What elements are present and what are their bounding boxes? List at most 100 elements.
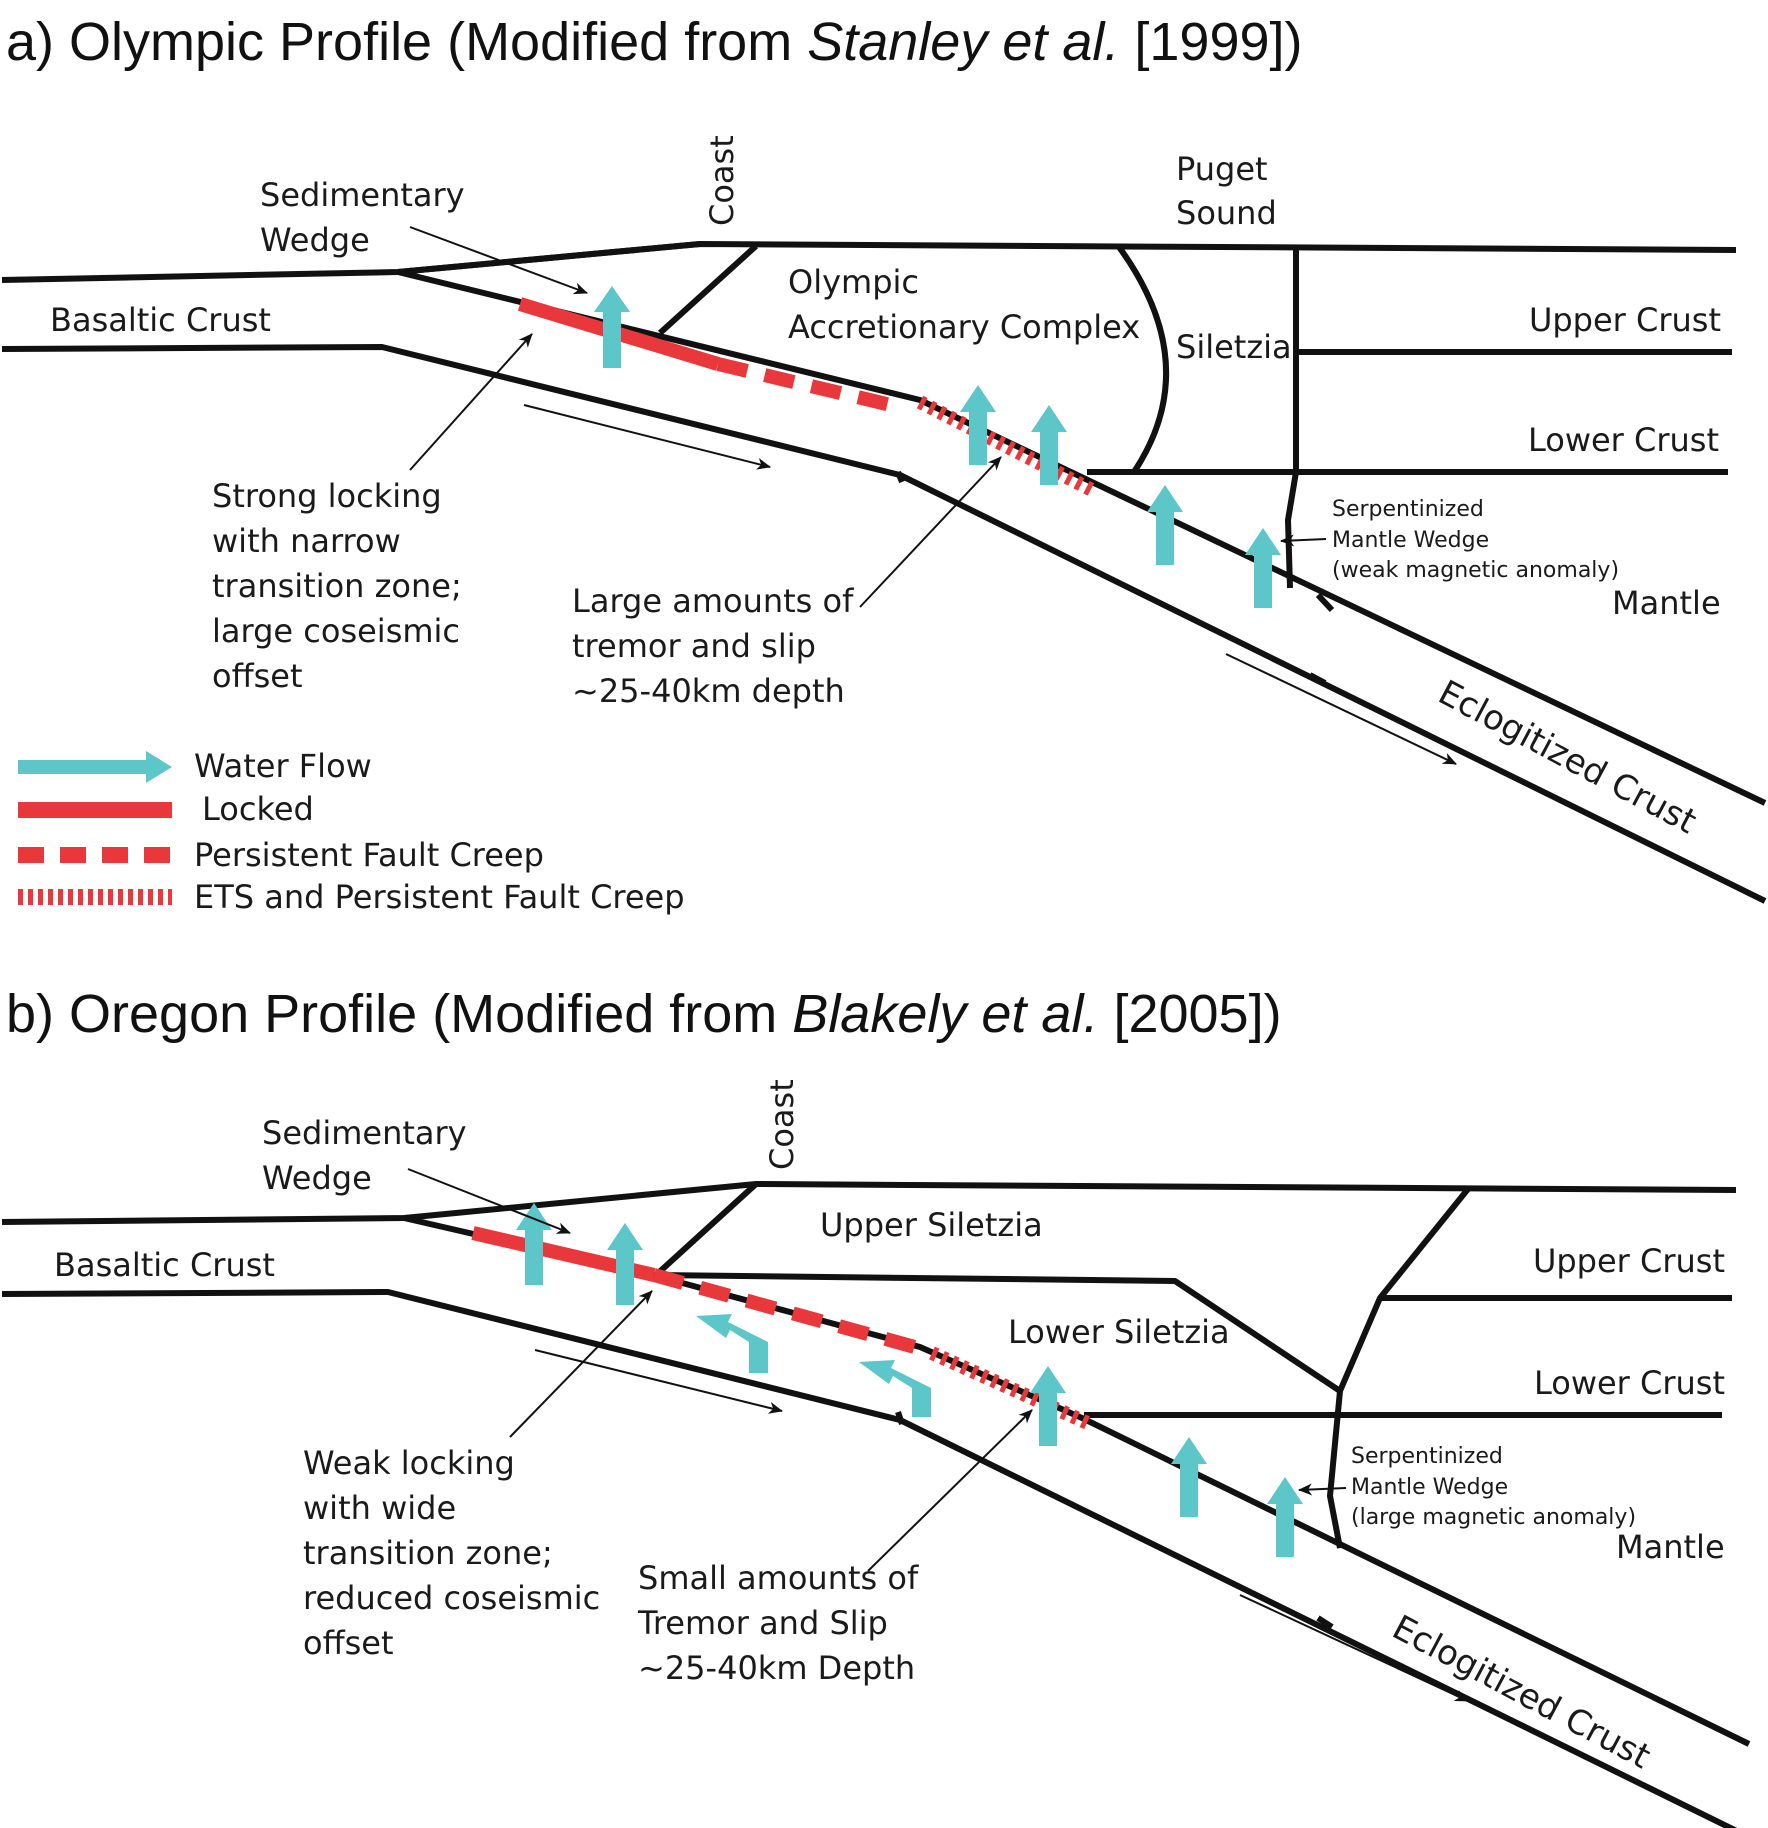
b-mantle-label: Mantle [1616, 1528, 1725, 1566]
a-wedge-base [397, 241, 701, 275]
a-lock-line-5: offset [212, 657, 303, 695]
b-lock-line-4: reduced coseismic [303, 1579, 600, 1617]
b-serp-pointer [1298, 1483, 1347, 1496]
water-arrow-icon [1147, 485, 1183, 565]
water-arrow-icon [1245, 528, 1281, 608]
b-serp-line-1: Serpentinized [1351, 1444, 1503, 1469]
b-right-boundary [1327, 1187, 1471, 1549]
a-water-flow-arrows [594, 286, 1281, 608]
a-serp-line-1: Serpentinized [1332, 497, 1484, 522]
a-tremor-line-2: tremor and slip [572, 627, 816, 665]
a-serp-line-3: (weak magnetic anomaly) [1332, 558, 1619, 583]
b-slab-motion-arrow-1 [534, 1349, 783, 1414]
water-arrow-icon [1267, 1477, 1303, 1557]
a-slab-bottom [1, 344, 1767, 904]
a-siletzia-label: Siletzia [1176, 328, 1292, 366]
a-tremor-line-1: Large amounts of [572, 582, 854, 620]
b-serp-line-3: (large magnetic anomaly) [1351, 1505, 1636, 1530]
a-siletzia-arc [1116, 245, 1170, 474]
legend-creep-label: Persistent Fault Creep [194, 836, 544, 874]
a-coast-label: Coast [703, 135, 741, 226]
a-serp-line-2: Mantle Wedge [1332, 528, 1489, 553]
legend-ets-label: ETS and Persistent Fault Creep [194, 878, 685, 916]
panel-b: b) Oregon Profile (Modified from Blakely… [1, 984, 1751, 1828]
water-arrow-icon [607, 1223, 643, 1305]
legend-water-flow-label: Water Flow [194, 747, 372, 785]
b-coast-fault [653, 1181, 759, 1278]
b-tremor-line-3: ~25-40km Depth [638, 1649, 915, 1687]
water-arrow-icon [516, 1203, 552, 1285]
a-puget-label: Puget [1176, 150, 1268, 188]
b-locking-pointer [509, 1290, 653, 1438]
a-sedimentary-label: Sedimentary [260, 176, 465, 214]
a-wedge-label: Wedge [260, 221, 370, 259]
a-wedge-pointer [409, 226, 588, 295]
b-serp-line-2: Mantle Wedge [1351, 1475, 1508, 1500]
b-upper-siletzia-label: Upper Siletzia [820, 1206, 1043, 1244]
a-slab-motion-arrow-1 [523, 404, 771, 470]
water-arrow-icon [859, 1360, 931, 1417]
b-tremor-line-2: Tremor and Slip [637, 1604, 888, 1642]
water-arrow-icon [594, 286, 630, 368]
b-wedge-pointer [407, 1168, 571, 1234]
legend-locked-swatch [18, 802, 172, 818]
a-coast-fault [657, 243, 759, 336]
b-wedge-label: Wedge [262, 1159, 372, 1197]
a-mantle-label: Mantle [1612, 584, 1721, 622]
b-lock-line-2: with wide [303, 1489, 456, 1527]
panel-b-title: b) Oregon Profile (Modified from Blakely… [6, 984, 1282, 1044]
legend-water-flow-icon [18, 751, 172, 783]
b-coast-label: Coast [763, 1079, 801, 1170]
b-tick-1 [895, 1411, 905, 1425]
b-slab-bottom [1, 1289, 1738, 1828]
legend: Water Flow Locked Persistent Fault Creep… [18, 747, 685, 916]
b-lock-line-1: Weak locking [303, 1444, 515, 1482]
a-accretionary-label: Accretionary Complex [788, 308, 1140, 346]
a-slab-motion-arrow-2 [1225, 653, 1457, 765]
a-tick-2 [1315, 592, 1335, 613]
a-serp-pointer [1280, 534, 1327, 547]
b-pointer-arrows [407, 1168, 1469, 1702]
a-lock-line-4: large coseismic [212, 612, 460, 650]
panel-b-structure-lines [1, 1181, 1751, 1828]
b-water-flow-arrows [516, 1203, 1303, 1557]
b-upper-siletzia-base [655, 1272, 1342, 1394]
a-upper-crust-label: Upper Crust [1529, 301, 1721, 339]
a-lock-line-3: transition zone; [212, 567, 462, 605]
b-tick-2 [1316, 1615, 1334, 1630]
b-basaltic-crust-label: Basaltic Crust [54, 1246, 275, 1284]
legend-locked-label: Locked [202, 790, 314, 828]
a-tick-1 [895, 470, 905, 484]
a-tick-3 [1308, 672, 1327, 686]
a-tremor-pointer [859, 456, 1002, 608]
b-ets-segment [929, 1346, 1095, 1432]
b-tremor-pointer [867, 1409, 1033, 1572]
b-sedimentary-label: Sedimentary [262, 1114, 467, 1152]
b-lower-siletzia-label: Lower Siletzia [1008, 1313, 1230, 1351]
a-lock-line-2: with narrow [212, 522, 401, 560]
a-serpentinized-boundary [1285, 471, 1299, 589]
a-sound-label: Sound [1176, 194, 1277, 232]
b-tremor-line-1: Small amounts of [638, 1559, 919, 1597]
a-labels: Sedimentary Wedge Coast Puget Sound Basa… [50, 135, 1721, 842]
b-upper-crust-label: Upper Crust [1533, 1242, 1725, 1280]
b-lower-crust-label: Lower Crust [1534, 1364, 1725, 1402]
a-basaltic-crust-label: Basaltic Crust [50, 301, 271, 339]
a-lower-crust-label: Lower Crust [1528, 421, 1719, 459]
a-lock-line-1: Strong locking [212, 477, 442, 515]
water-arrow-icon [1031, 405, 1067, 485]
a-creep-segment [716, 357, 897, 413]
b-top-surface [1, 1181, 1737, 1225]
a-locking-pointer [409, 333, 533, 471]
a-pointer-arrows [409, 226, 1457, 765]
water-arrow-icon [960, 385, 996, 465]
panel-a-title: a) Olympic Profile (Modified from Stanle… [6, 12, 1303, 72]
b-lock-line-5: offset [303, 1624, 394, 1662]
water-arrow-icon [1030, 1366, 1066, 1446]
b-lock-line-3: transition zone; [303, 1534, 553, 1572]
a-tremor-line-3: ~25-40km depth [572, 672, 845, 710]
water-arrow-icon [696, 1314, 768, 1373]
b-slab-motion-arrow-2 [1239, 1594, 1469, 1702]
a-olympic-label: Olympic [788, 263, 919, 301]
